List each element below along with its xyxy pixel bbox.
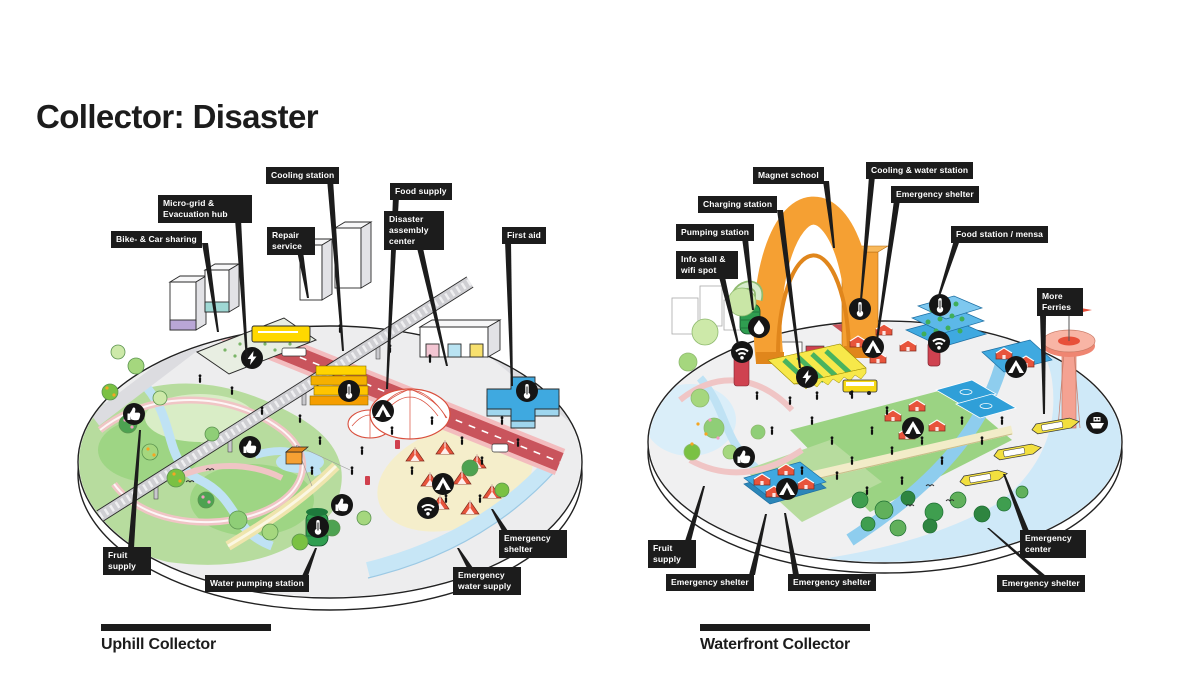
lightning-icon xyxy=(241,347,263,369)
caption-uphill: Uphill Collector xyxy=(101,624,271,654)
thumbs-up-icon xyxy=(239,436,261,458)
lightning-icon xyxy=(796,366,818,388)
school-bus xyxy=(842,379,878,395)
caption-waterfront: Waterfront Collector xyxy=(700,624,870,654)
thumbs-up-icon xyxy=(733,446,755,468)
label-charging-station: Charging station xyxy=(698,196,778,214)
wifi-icon xyxy=(416,496,440,520)
label-bike-car-sharing: Bike- & Car sharing xyxy=(111,231,202,249)
label-cooling-water-station: Cooling & water station xyxy=(866,162,974,180)
waterfront-collector-illustration xyxy=(647,196,1123,574)
label-repair-service: Repair service xyxy=(267,227,315,256)
sports-courts xyxy=(934,379,1018,419)
label-emergency-shelter-bottom-mid: Emergency shelter xyxy=(788,574,876,592)
label-micro-grid-evacuation-hub: Micro-grid & Evacuation hub xyxy=(158,195,252,224)
tent-icon xyxy=(1005,356,1027,378)
label-emergency-shelter-bottom-right: Emergency shelter xyxy=(997,575,1085,593)
tent-icon xyxy=(862,336,884,358)
uphill-collector-illustration xyxy=(77,221,583,611)
charging-pavilion xyxy=(767,343,867,390)
label-emergency-shelter-top: Emergency shelter xyxy=(891,186,979,204)
thermometer-icon xyxy=(849,298,871,320)
label-pumping-station: Pumping station xyxy=(676,224,755,242)
label-first-aid: First aid xyxy=(502,227,546,245)
label-emergency-shelter-bottom-left: Emergency shelter xyxy=(666,574,754,592)
label-more-ferries: More Ferries xyxy=(1037,288,1083,317)
wifi-icon xyxy=(927,330,951,354)
elevated-rail xyxy=(96,276,474,522)
label-emergency-center: Emergency center xyxy=(1020,530,1086,559)
caption-bar xyxy=(101,624,271,631)
page-title: Collector: Disaster xyxy=(36,98,319,136)
kiosk xyxy=(285,444,351,487)
tent-icon xyxy=(432,473,454,495)
thermometer-icon xyxy=(516,380,538,402)
shelter-cluster-c xyxy=(981,339,1053,373)
food-dome xyxy=(347,388,451,440)
thermometer-icon xyxy=(338,380,360,402)
city-buildings xyxy=(168,221,502,358)
label-info-stall-wifi-spot: Info stall & wifi spot xyxy=(676,251,738,280)
thermometer-icon xyxy=(929,294,951,316)
label-emergency-shelter: Emergency shelter xyxy=(499,530,567,559)
label-emergency-water-supply: Emergency water supply xyxy=(453,567,521,596)
trees xyxy=(678,287,766,461)
tent-icon xyxy=(372,400,394,422)
ferry-icon xyxy=(1086,412,1108,434)
label-disaster-assembly-center: Disaster assembly center xyxy=(384,211,444,251)
tent-icon xyxy=(776,478,798,500)
caption-text: Uphill Collector xyxy=(101,636,217,653)
flower-dots xyxy=(690,418,720,446)
label-fruit-supply-right: Fruit supply xyxy=(648,540,696,569)
label-cooling-station: Cooling station xyxy=(266,167,340,185)
thermometer-icon xyxy=(307,516,329,538)
caption-bar xyxy=(700,624,870,631)
label-food-supply: Food supply xyxy=(390,183,452,201)
label-water-pumping-station: Water pumping station xyxy=(205,575,309,593)
droplet-icon xyxy=(748,316,770,338)
caption-text: Waterfront Collector xyxy=(700,636,851,653)
label-magnet-school: Magnet school xyxy=(753,167,824,185)
thumbs-up-icon xyxy=(123,403,145,425)
wifi-icon xyxy=(730,340,754,364)
thumbs-up-icon xyxy=(331,494,353,516)
tent-icon xyxy=(902,417,924,439)
label-fruit-supply: Fruit supply xyxy=(103,547,151,576)
label-food-station-mensa: Food station / mensa xyxy=(951,226,1049,244)
